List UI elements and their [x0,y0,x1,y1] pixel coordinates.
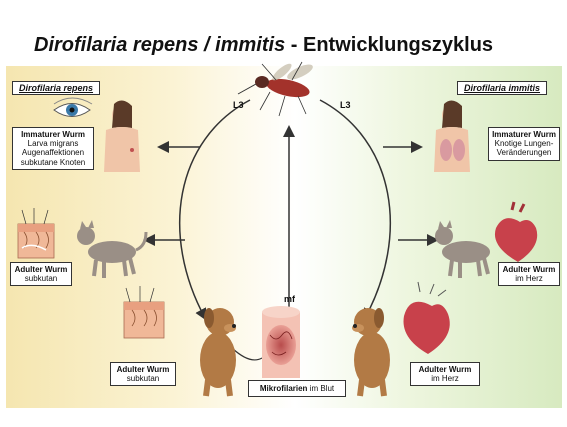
arrow-l3-left [180,100,250,318]
box-line: Larva migrans [13,139,93,148]
skin-section-left-dog-icon [124,286,164,338]
box-line: subkutan [111,374,175,383]
box-microfilariae: Mikrofilarien im Blut [248,380,346,397]
species-label-left: Dirofilaria repens [12,81,100,95]
box-right-adult-dog: Adulter Wurm im Herz [410,362,480,386]
dog-left-icon [200,308,236,396]
box-left-adult-cat: Adulter Wurm subkutan [10,262,72,286]
box-line: subkutan [11,274,71,283]
box-line: Veränderungen [489,148,559,157]
box-heading: Adulter Wurm [411,365,479,374]
micro-rest: im Blut [307,384,334,393]
mosquito-icon [238,61,315,116]
cat-left-icon [77,220,146,278]
box-line: Knotige Lungen- [489,139,559,148]
box-right-immature: Immaturer Wurm Knotige Lungen- Veränderu… [488,127,560,161]
tag-mf: mf [284,294,295,304]
box-heading: Adulter Wurm [111,365,175,374]
box-heading: Adulter Wurm [11,265,71,274]
box-line: im Herz [499,274,559,283]
box-heading: Immaturer Wurm [489,130,559,139]
box-line: im Herz [411,374,479,383]
box-left-immature: Immaturer Wurm Larva migrans Augenaffekt… [12,127,94,170]
heart-right-dog-icon [404,282,450,354]
arrow-l3-right [320,100,390,318]
eye-icon [54,98,92,117]
tag-l3-left: L3 [233,100,244,110]
box-right-adult-cat: Adulter Wurm im Herz [498,262,560,286]
cat-right-icon [435,220,490,278]
species-label-right: Dirofilaria immitis [457,81,547,95]
human-left-icon [104,100,140,172]
micro-bold: Mikrofilarien [260,384,308,393]
box-line: subkutane Knoten [13,158,93,167]
tag-l3-right: L3 [340,100,351,110]
dog-right-icon [352,308,390,396]
box-left-adult-dog: Adulter Wurm subkutan [110,362,176,386]
box-line: Augenaffektionen [13,148,93,157]
arrow-dog-left-to-micro [232,348,262,360]
blood-vessel-icon [262,306,300,378]
box-heading: Adulter Wurm [499,265,559,274]
skin-section-left-icon [18,208,54,258]
heart-right-cat-icon [495,202,537,262]
box-heading: Immaturer Wurm [13,130,93,139]
human-right-icon [434,100,470,172]
